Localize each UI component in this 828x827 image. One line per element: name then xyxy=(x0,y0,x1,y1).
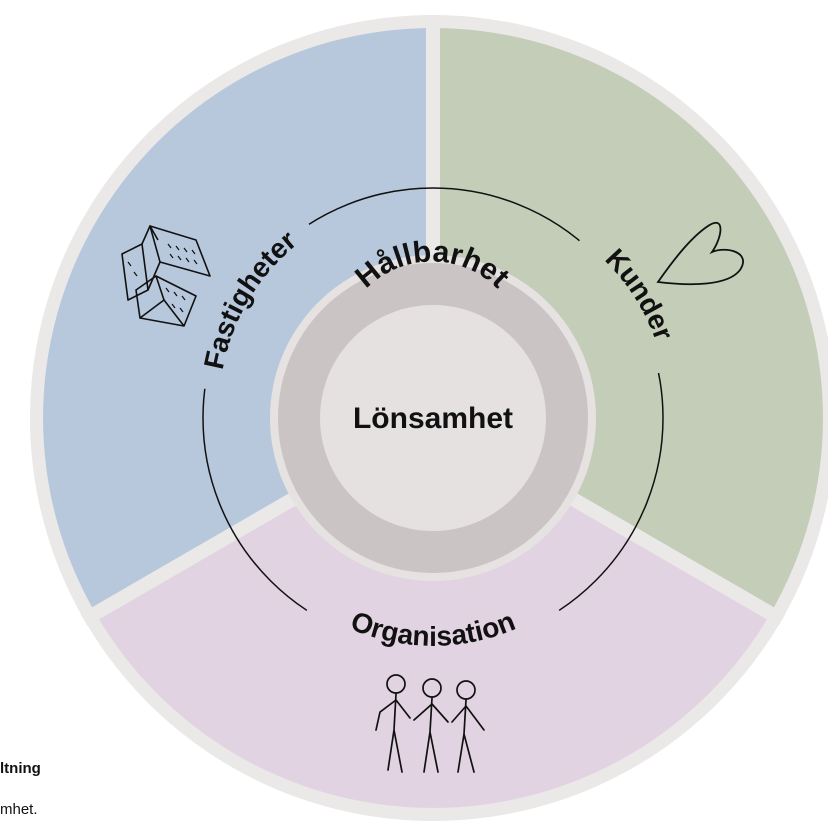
people-icon xyxy=(375,674,485,773)
person-middle-icon xyxy=(413,678,449,773)
person-left-icon xyxy=(375,674,411,773)
person-right-icon xyxy=(451,680,485,773)
side-body-text: mhet. xyxy=(0,801,38,818)
heart-icon xyxy=(656,222,744,286)
segment-organisation xyxy=(95,418,771,808)
center-disc xyxy=(320,305,546,531)
buildings-icon xyxy=(121,225,211,327)
center-label: Lönsamhet xyxy=(353,402,513,435)
side-heading: ltning xyxy=(0,760,41,777)
